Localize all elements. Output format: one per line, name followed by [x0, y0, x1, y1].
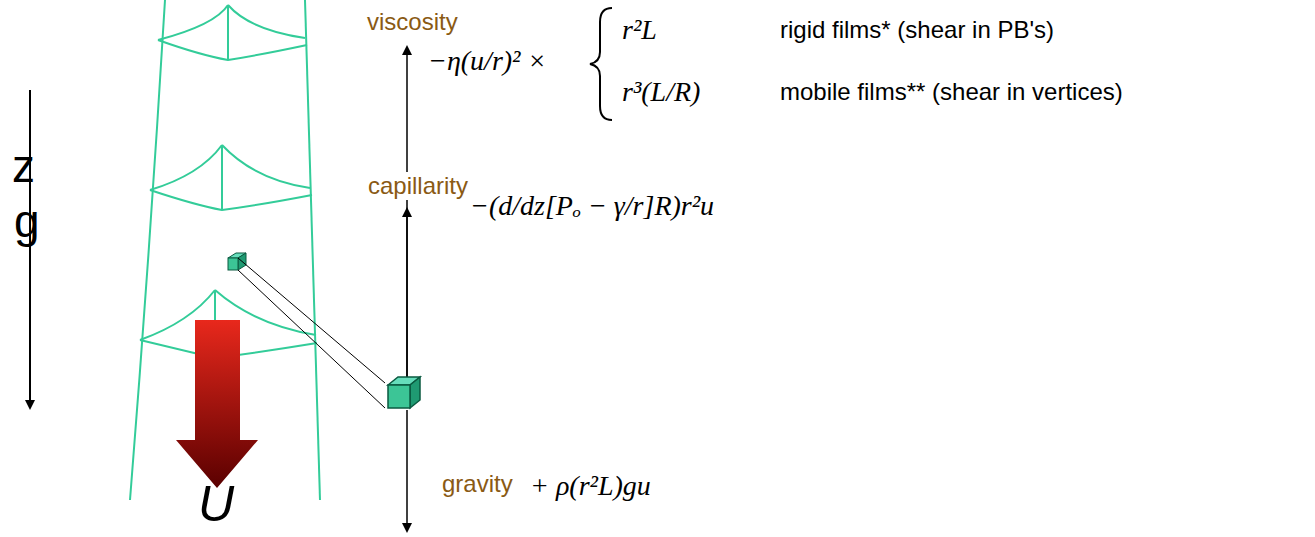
- flow-arrow: [176, 320, 258, 488]
- zoom-lines: [238, 258, 385, 408]
- equation: r²L: [622, 14, 657, 46]
- gravity-arrow: [406, 410, 408, 528]
- fluid-element-cube: [388, 377, 420, 408]
- force-label: viscosity: [365, 8, 460, 36]
- equation: + ρ(r²L)gu: [530, 470, 651, 502]
- velocity-label: U: [198, 476, 234, 534]
- force-label: capillarity: [366, 172, 470, 200]
- plateau-border: [130, 0, 320, 500]
- equation: −(d/dz[Pₒ − γ/r]R)r²u: [470, 190, 714, 222]
- axis-arrow: [29, 90, 31, 405]
- force-label: gravity: [440, 470, 515, 498]
- capillarity-arrow: [406, 212, 408, 385]
- axis-label: z: [12, 140, 35, 193]
- axis-label: g: [14, 195, 40, 248]
- viscosity-arrow: [406, 50, 408, 385]
- annotation: mobile films** (shear in vertices): [780, 78, 1123, 106]
- brace: [590, 8, 612, 120]
- small-cube: [228, 253, 246, 270]
- equation: r³(L/R): [622, 76, 700, 108]
- equation: −η(u/r)² ×: [428, 45, 546, 77]
- annotation: rigid films* (shear in PB's): [780, 16, 1054, 44]
